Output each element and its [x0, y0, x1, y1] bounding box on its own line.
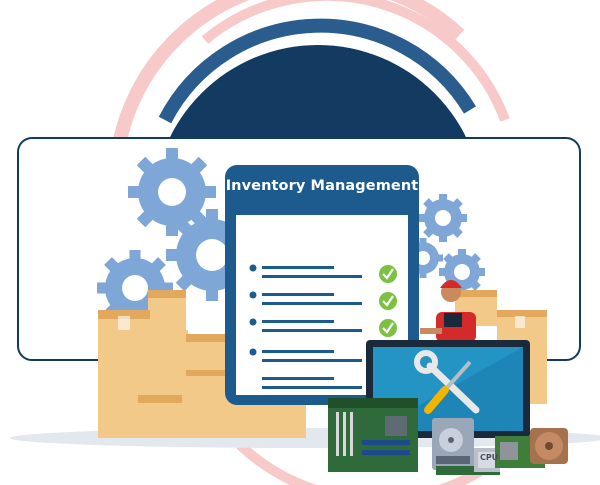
gear-icon — [419, 194, 467, 242]
wrench-icon — [414, 350, 480, 414]
cooling-fan-icon — [530, 428, 568, 464]
screwdriver-icon — [424, 360, 472, 414]
check-icon — [379, 292, 397, 310]
ram-stick — [436, 466, 500, 475]
warehouse-worker — [420, 280, 476, 342]
motherboard-icon — [328, 398, 418, 472]
check-icon — [379, 265, 397, 283]
check-icon — [379, 319, 397, 337]
cpu-label: CPU — [480, 453, 499, 462]
hard-drive-icon — [432, 418, 474, 470]
gear-icon — [128, 148, 216, 236]
checklist-lines — [249, 264, 362, 389]
clipboard-title: Inventory Management — [225, 178, 419, 194]
